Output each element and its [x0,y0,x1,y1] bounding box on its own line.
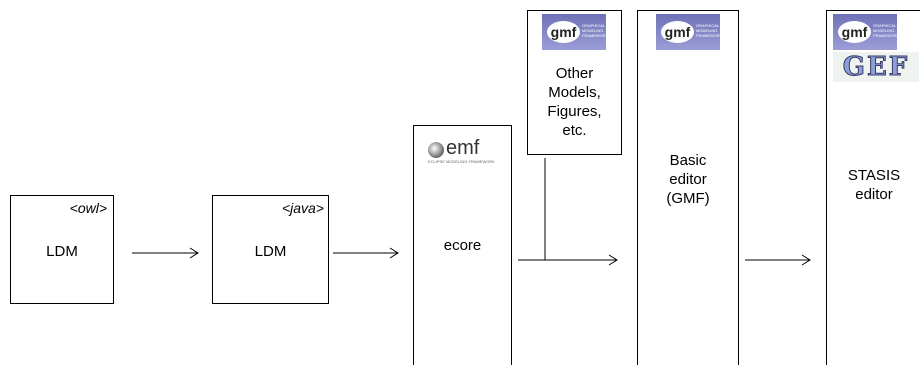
arrow-ecore-to-basic [518,254,618,266]
ldm-owl-box: <owl> LDM [10,195,114,304]
owl-tag: <owl> [69,200,107,216]
gmf-logo-icon: gmf GRAPHICAL MODELING FRAMEWORK [833,14,899,50]
stasis-editor-box: gmf GRAPHICAL MODELING FRAMEWORK GEF STA… [826,10,920,365]
other-line: Other [555,65,594,82]
other-models-box: gmf GRAPHICAL MODELING FRAMEWORK Other M… [527,10,622,155]
arrow-owl-to-java [132,247,199,259]
basic-editor-box: gmf GRAPHICAL MODELING FRAMEWORK Basic e… [637,10,739,365]
stasis-line: STASIS [847,167,901,184]
ldm-owl-label: LDM [46,243,78,260]
gmf-logo-icon: gmf GRAPHICAL MODELING FRAMEWORK [656,14,722,50]
basic-line: Basic [669,152,707,169]
gef-logo-icon: GEF [833,52,919,83]
arrow-basic-to-stasis [745,254,811,266]
emf-logo-icon: emf ECLIPSE MODELING FRAMEWORK [428,137,495,164]
figures-line: Figures, [547,103,602,120]
ecore-label: ecore [443,237,482,254]
ldm-java-box: <java> LDM [212,195,329,304]
java-tag: <java> [281,200,324,216]
flow-arrows [132,158,811,266]
models-line: Models, [548,84,601,101]
editor-line: editor [669,171,707,188]
gmf-line: (GMF) [666,190,710,207]
gmf-logo-icon: gmf GRAPHICAL MODELING FRAMEWORK [542,14,608,50]
other-models-label: Other Models, Figures, etc. [528,64,621,140]
ecore-box: emf ECLIPSE MODELING FRAMEWORK ecore [413,125,512,365]
ldm-java-label: LDM [254,243,287,260]
etc-line: etc. [562,122,587,139]
stasis-editor-label: STASIS editor [827,166,920,204]
editor-line: editor [855,186,893,203]
arrow-java-to-ecore [333,247,399,259]
basic-editor-label: Basic editor (GMF) [638,151,738,208]
